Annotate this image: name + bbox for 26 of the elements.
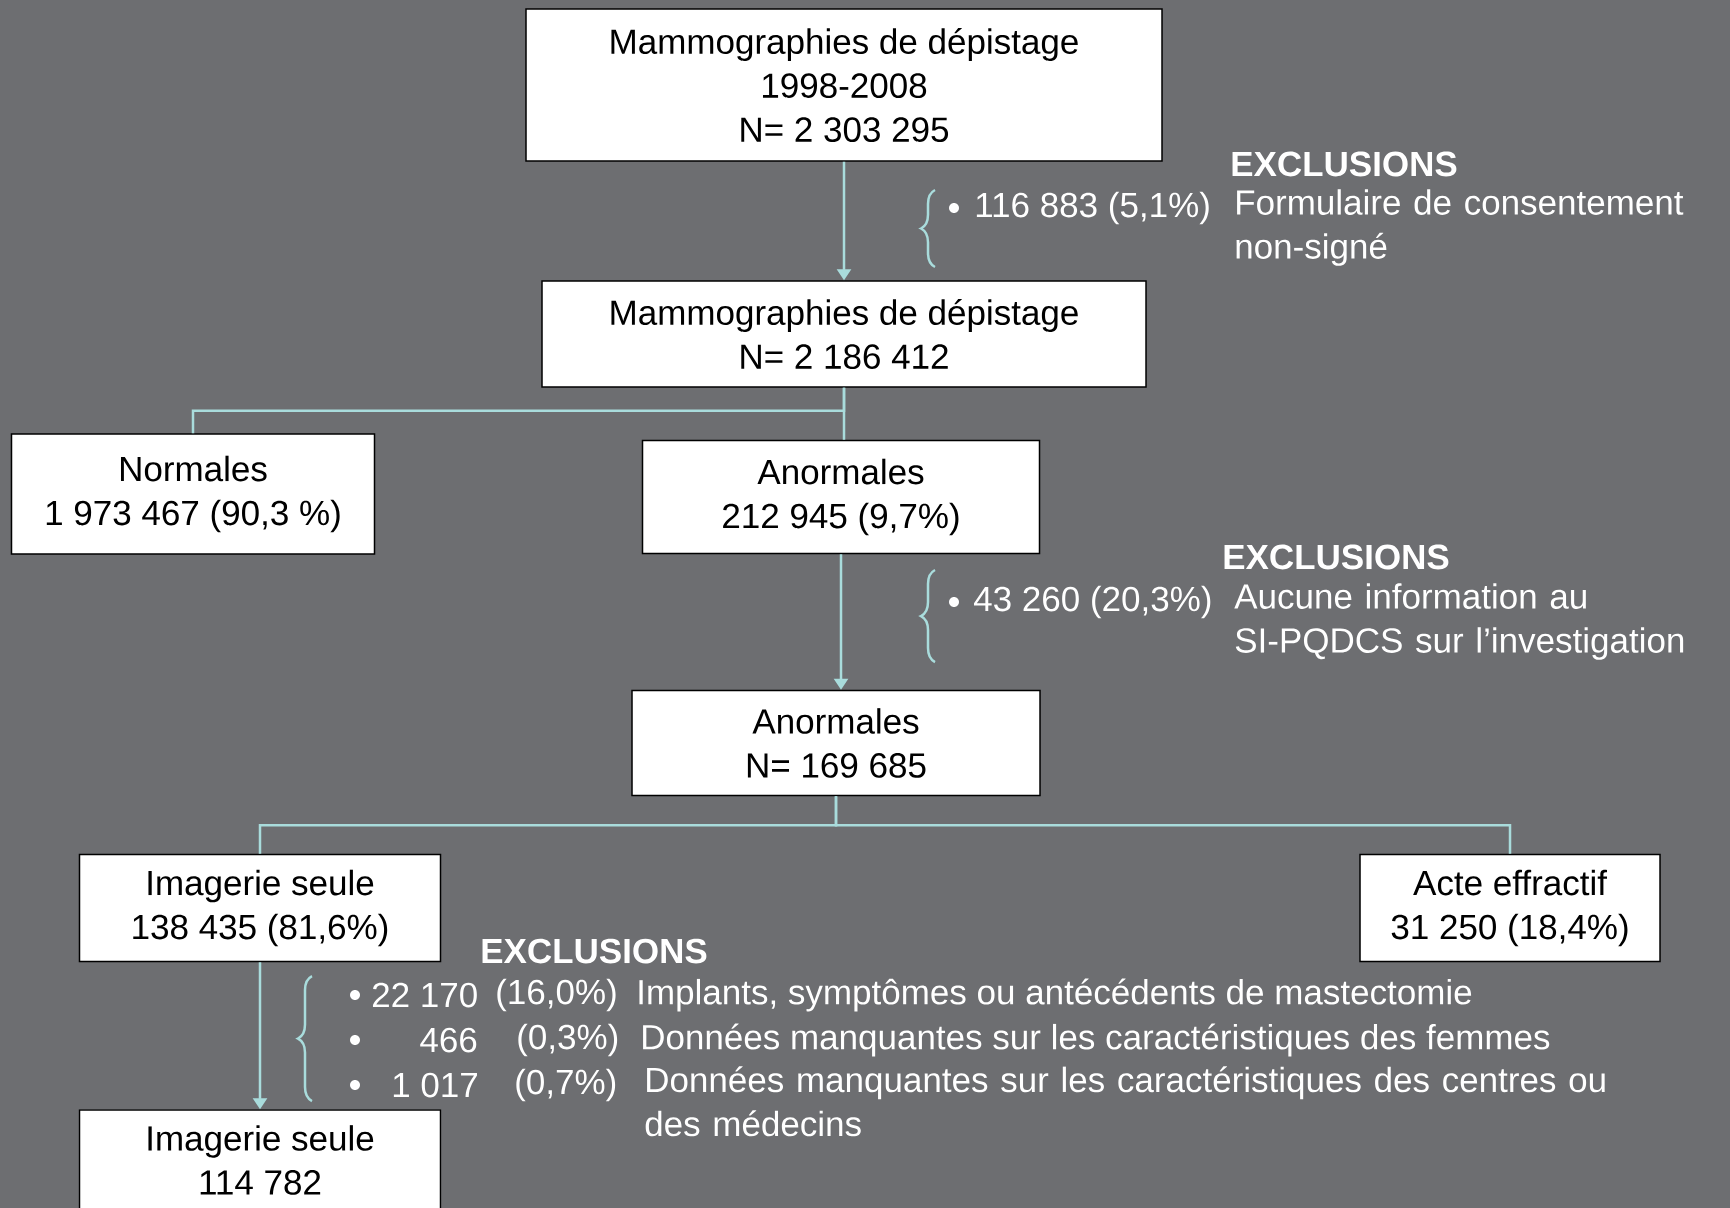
exclusions-heading: EXCLUSIONS — [1232, 151, 1457, 177]
process-box: Anormales N= 169 685 — [631, 689, 1041, 797]
process-box: Imagerie seule 114 782 — [78, 1109, 442, 1208]
process-box: Acte effractif 31 250 (18,4%) — [1359, 853, 1661, 963]
exclusion-count: 1 017 — [393, 1072, 477, 1098]
exclusions-heading: EXCLUSIONS — [1224, 544, 1449, 570]
exclusion-count: 466 — [420, 1027, 477, 1053]
exclusion-percent: (0,3%) — [518, 1023, 618, 1057]
exclusion-reason: Implants, symptômes ou antécédents de mastectomie — [639, 978, 1472, 1012]
exclusion-reason: Données manquantes sur les caractéristiques des femmes — [643, 1023, 1550, 1057]
exclusion-reason: Formulaire de consentement non-signé — [1236, 189, 1684, 266]
process-box: Normales 1 973 467 (90,3 %) — [10, 433, 376, 555]
process-box: Imagerie seule 138 435 (81,6%) — [78, 853, 442, 963]
connector-line — [834, 796, 1512, 854]
process-box: Anormales 212 945 (9,7%) — [641, 439, 1041, 555]
connector-line — [842, 387, 846, 440]
exclusion-percent: (0,7%) — [516, 1068, 616, 1102]
exclusion-percent: (16,0%) — [497, 978, 616, 1012]
process-box: Mammographies de dépistage N= 2 186 412 — [541, 280, 1147, 388]
exclusion-reason: Aucune information au SI-PQDCS sur l’investigation — [1234, 583, 1684, 660]
exclusion-reason: Données manquantes sur les caractéristiques des centres ou des médecins — [645, 1066, 1605, 1137]
exclusion-count: 116 883 (5,1%) — [976, 191, 1209, 225]
exclusion-count: 22 170 — [372, 982, 477, 1008]
exclusion-count: 43 260 (20,3%) — [974, 585, 1211, 619]
process-box: Mammographies de dépistage 1998-2008 N= 2 303 295 — [525, 8, 1163, 162]
exclusions-heading: EXCLUSIONS — [482, 938, 707, 964]
